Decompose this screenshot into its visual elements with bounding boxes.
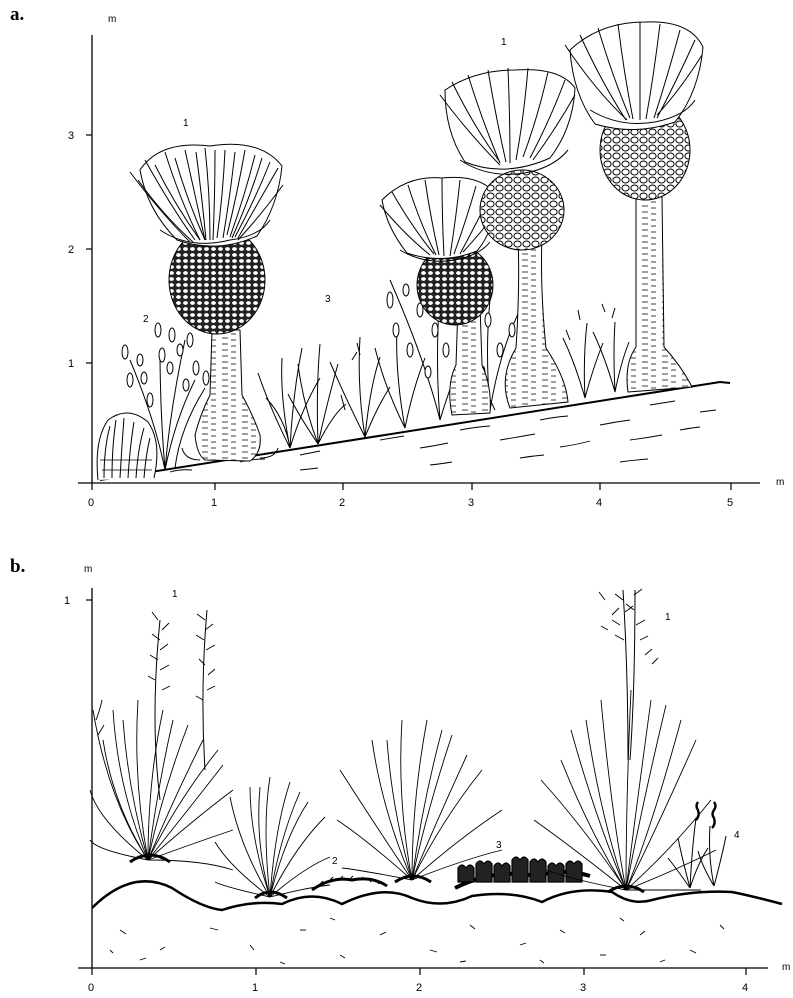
panel-b-x-tick-3: 3 [580, 982, 586, 994]
panel-a-rosette-plant-1 [130, 144, 283, 461]
panel-a-x-tick-3: 3 [468, 497, 474, 509]
panel-b-tussock-4 [534, 589, 716, 892]
panel-a-grass-right [563, 304, 629, 398]
panel-a-y-tick-3: 3 [68, 130, 74, 142]
panel-a-grass-3 [258, 328, 425, 448]
panel-a-y-unit: m [108, 14, 116, 25]
panel-b-label-2: 2 [332, 856, 338, 867]
panel-b-tussock-2 [215, 777, 330, 898]
panel-b-x-tick-4: 4 [742, 982, 748, 994]
panel-a-label-3: 3 [325, 294, 331, 305]
panel-a-x-tick-2: 2 [339, 497, 345, 509]
panel-a-label-1-right: 1 [501, 37, 507, 48]
panel-b-x-tick-0: 0 [88, 982, 94, 994]
panel-a-ground-slope [100, 382, 730, 480]
panel-b-y-tick-1: 1 [64, 595, 70, 607]
panel-b-x-tick-1: 1 [252, 982, 258, 994]
panel-a-x-tick-5: 5 [727, 497, 733, 509]
panel-a-y-tick-1: 1 [68, 358, 74, 370]
panel-b-label-1-right: 1 [665, 612, 671, 623]
panel-b-ground [92, 881, 782, 964]
panel-b-grass-4 [668, 802, 726, 888]
panel-a-x-tick-1: 1 [211, 497, 217, 509]
panel-b-label-3: 3 [496, 840, 502, 851]
panel-a-label-1-left: 1 [183, 118, 189, 129]
panel-b-tussock-3 [337, 720, 502, 882]
panel-b-y-unit: m [84, 564, 92, 575]
panel-a: m m 1 2 3 0 1 2 3 4 5 [68, 14, 784, 509]
panel-b: m m 1 0 1 2 3 4 [64, 564, 790, 994]
panel-a-small-plant [97, 413, 157, 480]
panel-a-label-2: 2 [143, 314, 149, 325]
panel-b-x-unit: m [782, 962, 790, 973]
panel-b-moss-3 [455, 857, 590, 888]
panel-b-label-1-left: 1 [172, 589, 178, 600]
panel-b-x-tick-2: 2 [416, 982, 422, 994]
panel-a-x-tick-4: 4 [596, 497, 602, 509]
panel-a-x-tick-0: 0 [88, 497, 94, 509]
panel-a-y-tick-2: 2 [68, 244, 74, 256]
panel-b-tussock-1 [90, 610, 233, 870]
panel-b-label-4: 4 [734, 830, 740, 841]
panel-a-x-unit: m [776, 477, 784, 488]
panel-b-moss-2 [312, 876, 387, 890]
